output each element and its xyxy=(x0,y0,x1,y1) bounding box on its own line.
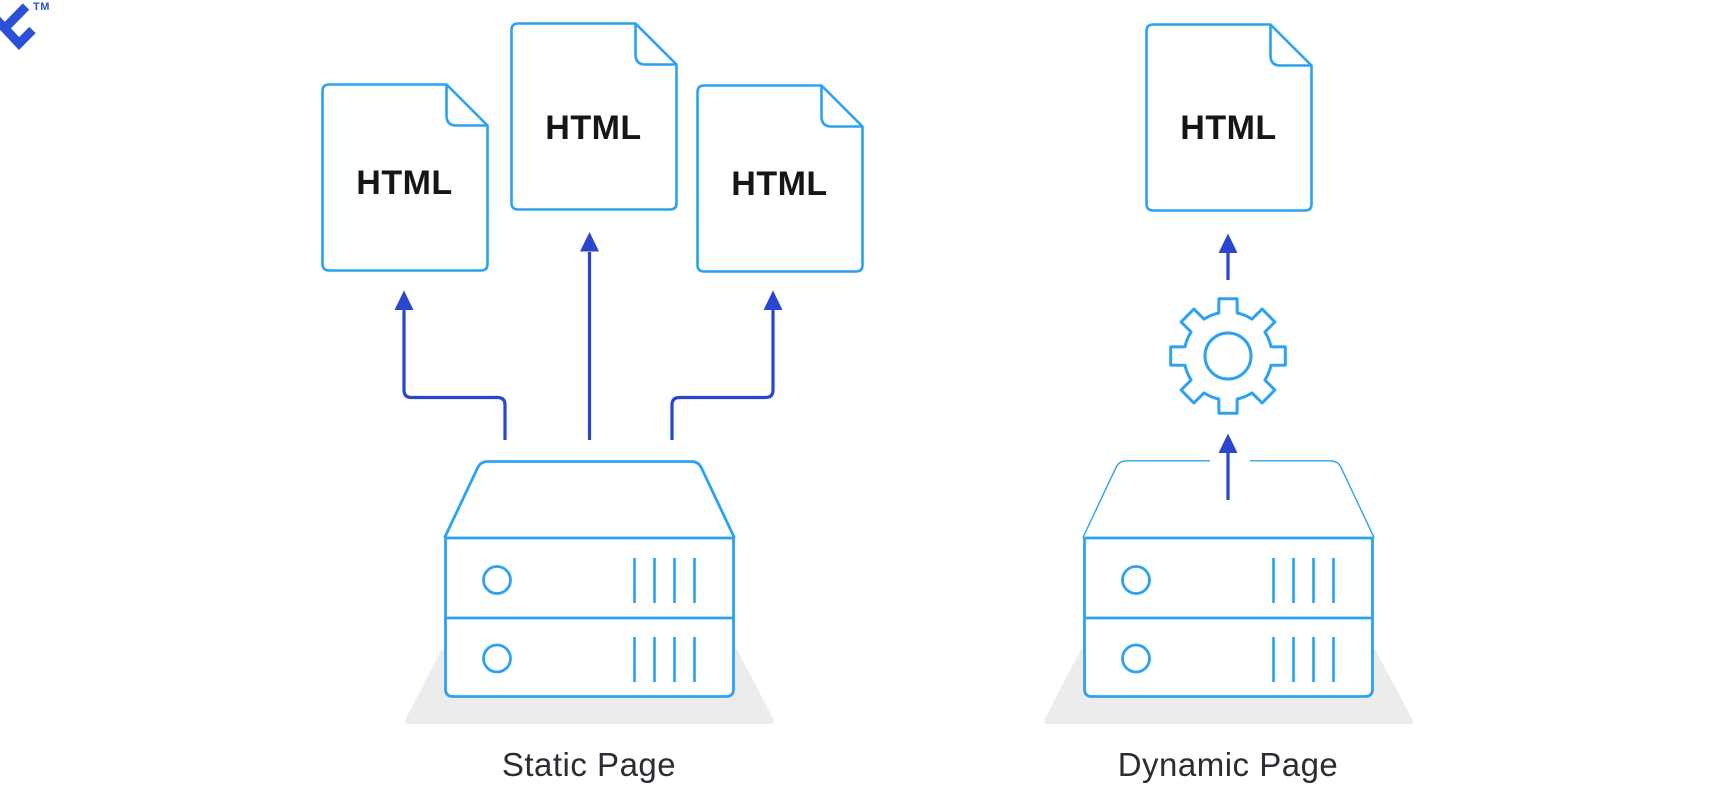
static-file-3-label: HTML xyxy=(731,165,828,203)
gear-teeth xyxy=(1169,297,1287,415)
static-file-2-icon xyxy=(510,22,678,211)
logo-chevron xyxy=(0,16,36,50)
gear-icon xyxy=(1169,297,1287,415)
file-fold xyxy=(445,84,488,127)
arrowhead xyxy=(580,232,599,252)
server-vents-row2 xyxy=(633,637,696,682)
arrow-server-to-file-3 xyxy=(670,290,783,440)
server-vents-row2 xyxy=(1272,637,1335,682)
arrowhead xyxy=(763,290,783,310)
server-vents-row1 xyxy=(633,558,696,603)
logo-bar xyxy=(1,3,30,32)
server-led-2 xyxy=(1121,643,1151,674)
file-fold xyxy=(634,23,677,66)
toptal-logo-icon xyxy=(0,3,36,50)
server-vents-row1 xyxy=(1272,558,1335,603)
static-server-icon xyxy=(443,460,736,698)
file-outline xyxy=(1145,23,1313,212)
arrow-server-to-file-2 xyxy=(580,232,599,440)
static-page-label: Static Page xyxy=(501,746,677,783)
dynamic-page-label: Dynamic Page xyxy=(1117,746,1339,783)
server-lid xyxy=(443,460,736,539)
file-outline xyxy=(510,22,678,211)
arrow-server-to-gear xyxy=(1218,433,1238,500)
dynamic-file-icon xyxy=(1145,23,1313,212)
arrowhead xyxy=(394,290,414,310)
gear-hub xyxy=(1203,331,1253,381)
arrow-server-to-file-1 xyxy=(394,290,507,440)
file-outline xyxy=(321,83,489,272)
arrowhead xyxy=(1218,433,1238,453)
server-led-1 xyxy=(482,565,512,595)
arrowhead xyxy=(1218,233,1238,253)
arrow-gear-to-file xyxy=(1218,233,1238,280)
file-outline xyxy=(696,84,864,273)
static-arrows xyxy=(394,232,783,440)
server-led-1 xyxy=(1121,565,1151,595)
file-fold xyxy=(1269,24,1312,67)
trademark-label: TM xyxy=(33,1,50,13)
file-fold xyxy=(820,85,863,128)
server-led-2 xyxy=(482,643,512,674)
static-file-3-icon xyxy=(696,84,864,273)
dynamic-file-label: HTML xyxy=(1180,109,1277,147)
static-file-2-label: HTML xyxy=(545,109,642,147)
static-file-1-icon xyxy=(321,83,489,272)
static-file-1-label: HTML xyxy=(356,164,453,202)
dynamic-arrows xyxy=(1218,233,1238,500)
